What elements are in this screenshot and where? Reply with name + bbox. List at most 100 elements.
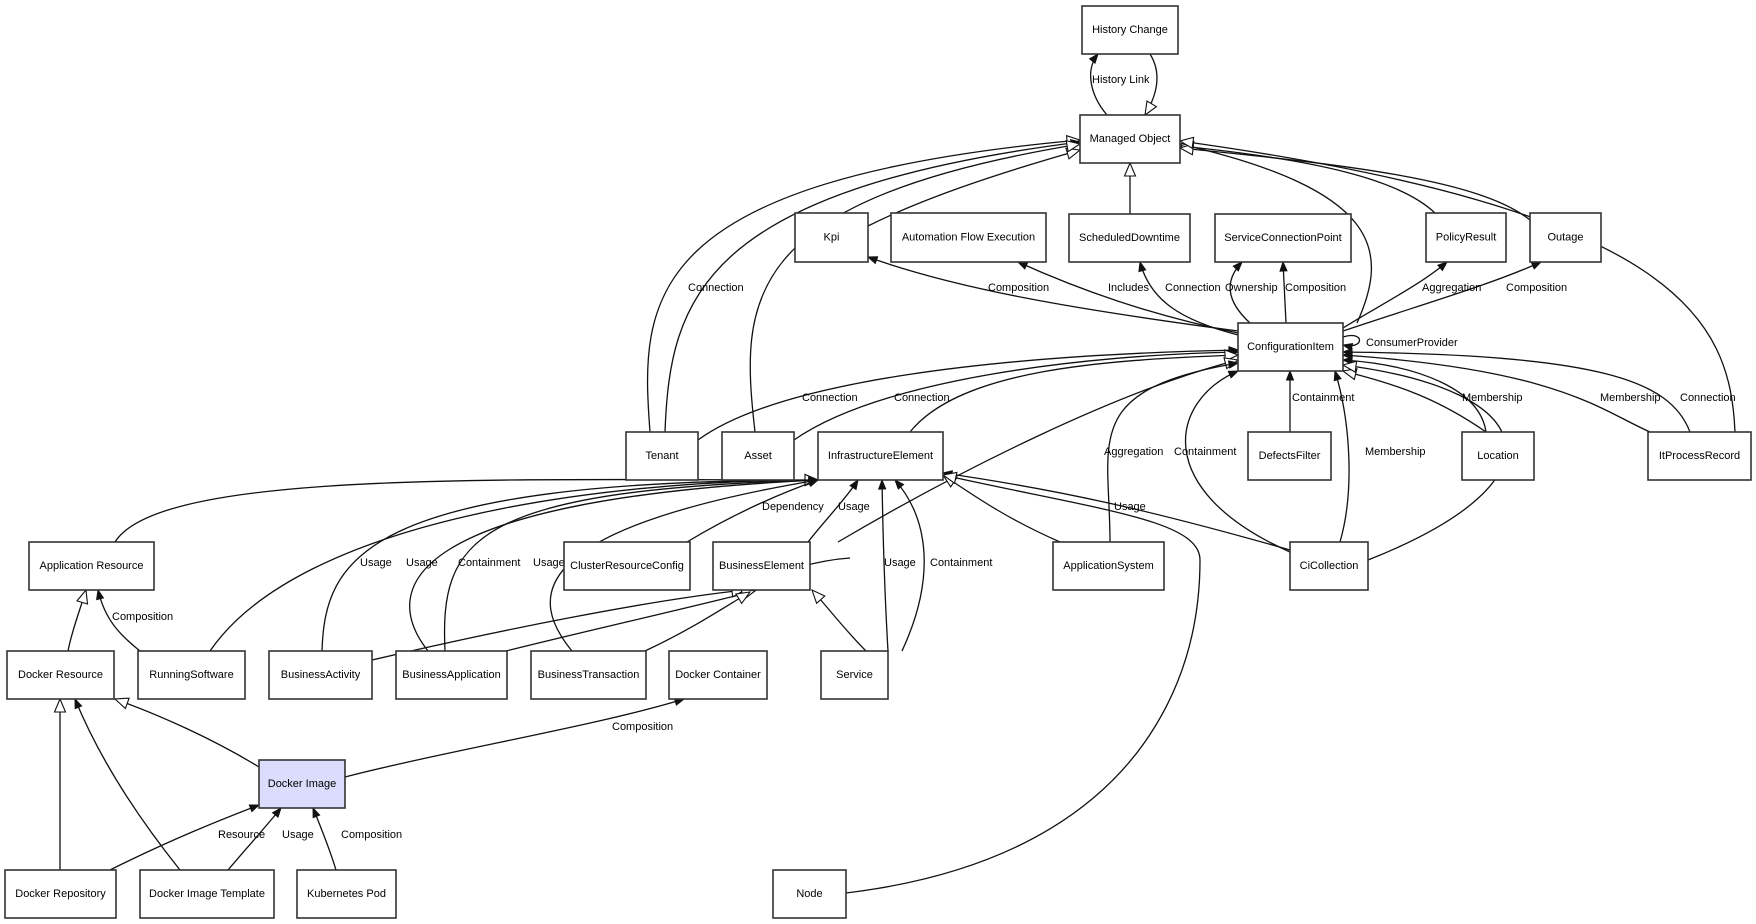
node-box[interactable] — [1052, 541, 1165, 591]
node-box[interactable] — [28, 541, 155, 591]
edge-configuration-item-to-scheduled-downtime[interactable] — [1138, 260, 1239, 336]
edge-line[interactable] — [644, 591, 751, 652]
node-history-change[interactable]: History Change — [1081, 5, 1179, 55]
edge-line[interactable] — [1179, 140, 1736, 433]
edge-line[interactable] — [686, 479, 819, 543]
edge-line[interactable] — [1342, 359, 1487, 433]
edge-line[interactable] — [894, 479, 925, 652]
edge-docker-image-to-docker-container[interactable] — [74, 697, 181, 871]
edge-line[interactable] — [114, 478, 819, 543]
node-box[interactable] — [1289, 541, 1369, 591]
node-scheduled-downtime[interactable]: ScheduledDowntime — [1068, 213, 1191, 263]
node-kubernetes-pod[interactable]: Kubernetes Pod — [296, 869, 397, 919]
edge-configuration-item-to-configuration-item[interactable] — [1341, 334, 1360, 352]
node-outage[interactable]: Outage — [1529, 212, 1602, 263]
node-tenant[interactable]: Tenant — [625, 431, 699, 481]
edge-line[interactable] — [845, 474, 1201, 894]
node-business-activity[interactable]: BusinessActivity — [268, 650, 373, 700]
node-box[interactable] — [625, 431, 699, 481]
edge-it-process-record-to-managed-object[interactable] — [1178, 136, 1736, 433]
edge-history-change-to-managed-object[interactable] — [1144, 53, 1158, 117]
edge-line[interactable] — [1342, 354, 1651, 433]
node-box[interactable] — [1529, 212, 1602, 263]
node-docker-repository[interactable]: Docker Repository — [4, 869, 117, 919]
edge-line[interactable] — [942, 472, 1291, 551]
edge-line[interactable] — [881, 479, 889, 652]
node-box[interactable] — [6, 650, 115, 700]
edge-line[interactable] — [109, 804, 260, 871]
node-application-system[interactable]: ApplicationSystem — [1052, 541, 1165, 591]
edge-ci-collection-to-configuration-item[interactable] — [1184, 370, 1291, 553]
edge-asset-to-configuration-item[interactable] — [793, 347, 1240, 441]
edge-application-system-to-infrastructure-element[interactable] — [941, 474, 1061, 543]
edge-line[interactable] — [1107, 362, 1239, 543]
node-infrastructure-element[interactable]: InfrastructureElement — [817, 431, 944, 481]
edge-configuration-item-to-automation-flow-execution[interactable] — [1016, 261, 1239, 334]
edge-application-system-to-configuration-item[interactable] — [1107, 360, 1240, 543]
edge-line[interactable] — [1342, 370, 1487, 433]
edge-kubernetes-pod-to-docker-image[interactable] — [227, 806, 282, 871]
edge-line[interactable] — [321, 479, 819, 652]
node-box[interactable] — [668, 650, 768, 700]
edge-line[interactable] — [1179, 145, 1436, 214]
node-business-transaction[interactable]: BusinessTransaction — [530, 650, 647, 700]
node-kpi[interactable]: Kpi — [794, 212, 869, 263]
node-docker-image-template[interactable]: Docker Image Template — [139, 869, 275, 919]
node-box[interactable] — [890, 212, 1047, 263]
node-managed-object[interactable]: Managed Object — [1079, 114, 1181, 164]
node-business-element[interactable]: BusinessElement — [712, 541, 811, 591]
edge-line[interactable] — [909, 354, 1239, 433]
node-box[interactable] — [563, 541, 691, 591]
edge-line[interactable] — [749, 143, 1081, 433]
node-box[interactable] — [1081, 5, 1179, 55]
edge-service-to-business-element[interactable] — [644, 591, 752, 652]
edge-line[interactable] — [371, 589, 746, 661]
edge-configuration-item-to-service-connection-point[interactable] — [1229, 260, 1251, 324]
edge-service-to-infrastructure-element[interactable] — [877, 478, 889, 652]
edge-managed-object-to-history-change[interactable] — [1088, 52, 1108, 116]
edge-asset-to-managed-object[interactable] — [749, 139, 1082, 433]
edge-business-transaction-to-business-element[interactable] — [505, 588, 757, 652]
edge-scheduled-downtime-to-managed-object[interactable] — [1123, 161, 1137, 215]
node-box[interactable] — [139, 869, 275, 919]
node-box[interactable] — [1079, 114, 1181, 164]
node-docker-resource[interactable]: Docker Resource — [6, 650, 115, 700]
edge-line[interactable] — [209, 479, 819, 652]
edge-docker-image-template-to-docker-image[interactable] — [109, 804, 261, 871]
edge-line[interactable] — [793, 351, 1239, 441]
edge-line[interactable] — [114, 698, 260, 768]
node-docker-container[interactable]: Docker Container — [668, 650, 768, 700]
edge-business-application-to-business-element[interactable] — [371, 585, 747, 661]
node-cluster-resource-config[interactable]: ClusterResourceConfig — [563, 541, 691, 591]
edge-tenant-to-configuration-item[interactable] — [697, 345, 1240, 441]
node-location[interactable]: Location — [1461, 431, 1535, 481]
edge-line[interactable] — [1017, 261, 1239, 334]
edge-line[interactable] — [1342, 261, 1542, 332]
edge-line[interactable] — [664, 141, 1081, 433]
node-box[interactable] — [137, 650, 246, 700]
edge-line[interactable] — [867, 256, 1239, 332]
edge-line[interactable] — [74, 698, 181, 871]
edge-line[interactable] — [837, 359, 1239, 543]
node-box[interactable] — [820, 650, 889, 700]
edge-line[interactable] — [1139, 261, 1239, 336]
node-box[interactable] — [772, 869, 847, 919]
edge-line[interactable] — [443, 479, 819, 652]
node-it-process-record[interactable]: ItProcessRecord — [1647, 431, 1752, 481]
edge-outage-to-managed-object[interactable] — [1178, 143, 1531, 221]
edge-node-to-docker-image[interactable] — [312, 806, 337, 871]
edge-line[interactable] — [1179, 147, 1531, 221]
edge-line[interactable] — [1179, 143, 1373, 324]
edge-line[interactable] — [942, 474, 1061, 543]
edge-configuration-item-to-policy-result[interactable] — [1342, 261, 1449, 329]
node-asset[interactable]: Asset — [721, 431, 795, 481]
node-docker-image[interactable]: Docker Image — [258, 759, 346, 809]
node-box[interactable] — [1647, 431, 1752, 481]
edge-line[interactable] — [1184, 370, 1291, 553]
edge-cluster-resource-config-to-infrastructure-element[interactable] — [686, 479, 820, 543]
node-box[interactable] — [794, 212, 869, 263]
edge-line[interactable] — [646, 139, 1081, 433]
node-box[interactable] — [258, 759, 346, 809]
node-box[interactable] — [1214, 213, 1352, 263]
edge-node-to-infrastructure-element[interactable] — [845, 471, 1201, 894]
